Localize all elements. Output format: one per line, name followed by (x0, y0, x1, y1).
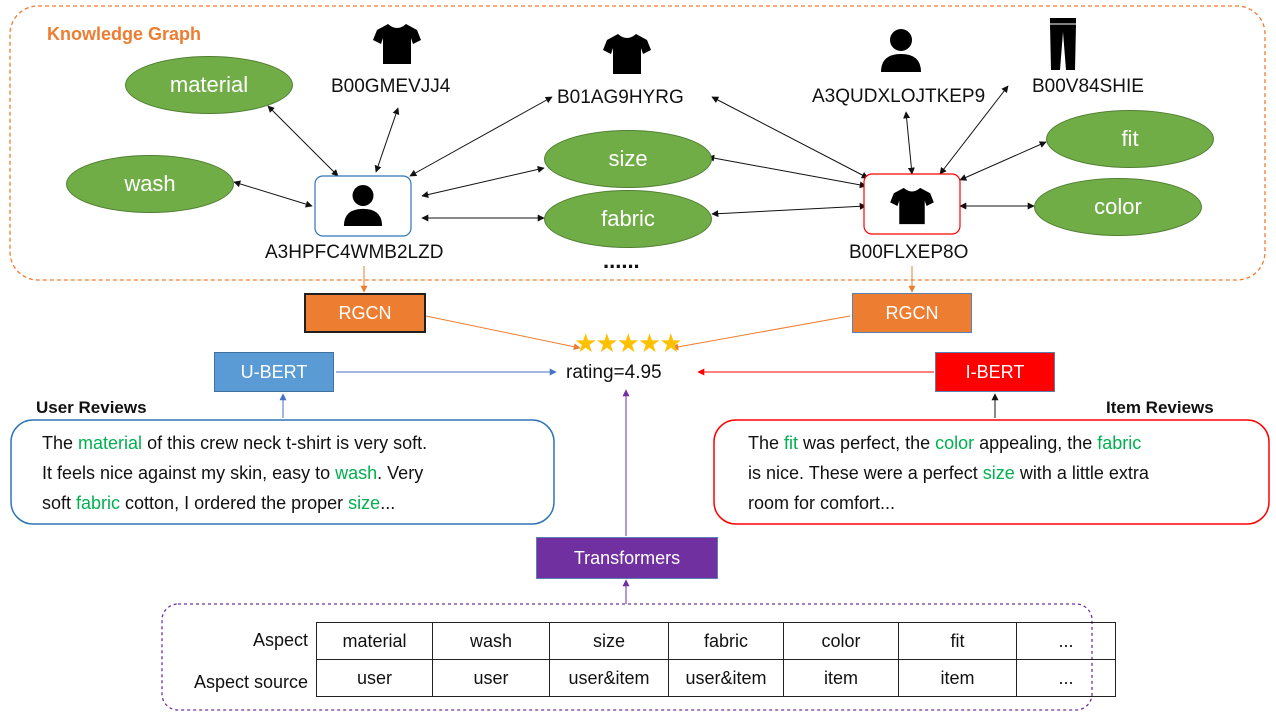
arrow-rgcn-right-to-rating (671, 315, 851, 351)
aspect-cell: wash (432, 622, 550, 660)
aspect-highlight: fabric (76, 493, 121, 513)
aspect-cell: fit (898, 622, 1017, 660)
review-text-segment: room for comfort... (748, 493, 896, 513)
aspect-source-cell: user (432, 659, 550, 697)
tshirt-icon (603, 34, 651, 74)
label-user-2: A3QUDXLOJTKEP9 (812, 86, 986, 107)
edge-item1-user (374, 107, 400, 173)
graph-ellipsis: ...... (603, 248, 640, 273)
review-text-segment: of this crew neck t-shirt is very soft. (142, 433, 428, 453)
aspect-source-cell: user&item (668, 659, 784, 697)
aspect-source-cell: item (783, 659, 899, 697)
aspect-highlight: fit (784, 433, 799, 453)
review-text-segment: The (42, 433, 79, 453)
tshirt-icon (373, 24, 421, 64)
person-icon (881, 29, 921, 72)
aspect-row-header: Aspect (252, 630, 308, 650)
aspect-highlight: material (78, 433, 143, 453)
label-item-3: B00V84SHIE (1032, 76, 1144, 97)
u-bert-box: U-BERT (214, 352, 334, 392)
edge-item2-item (711, 96, 869, 179)
aspect-highlight: wash (335, 463, 378, 483)
review-text-segment: . Very (377, 463, 424, 483)
rgcn-left-box: RGCN (304, 293, 426, 333)
node-size: size (544, 130, 712, 188)
aspect-table-container (161, 603, 1093, 711)
aspect-cell: color (783, 622, 899, 660)
item-review-text: The fit was perfect, the color appealing… (748, 428, 1258, 518)
edge-fit-item (959, 141, 1047, 181)
item-review-box (713, 419, 1270, 525)
edge-item3-item (939, 85, 1009, 175)
node-material: material (125, 56, 293, 114)
aspect-source-cell: item (898, 659, 1017, 697)
edge-wash-user (233, 180, 313, 208)
aspect-cell: size (549, 622, 669, 660)
i-bert-box: I-BERT (935, 352, 1055, 392)
aspect-highlight: fabric (1097, 433, 1142, 453)
user-review-box (10, 419, 555, 525)
node-fabric: fabric (544, 190, 712, 248)
rating-stars: ★★★★★ (574, 328, 683, 358)
transformers-box: Transformers (536, 537, 718, 579)
label-user-main: A3HPFC4WMB2LZD (265, 242, 444, 263)
aspect-cell: ... (1016, 622, 1116, 660)
node-fit: fit (1046, 110, 1214, 168)
arrow-rgcn-left-to-rating (425, 315, 581, 351)
rgcn-right-box: RGCN (852, 293, 972, 333)
item-reviews-title: Item Reviews (1106, 398, 1214, 417)
edge-material-user (267, 105, 339, 177)
review-text-segment: with a little extra (1014, 463, 1149, 483)
review-text-segment: is nice. These were a perfect (748, 463, 983, 483)
label-item-1: B00GMEVJJ4 (331, 76, 451, 97)
review-text-segment: It feels nice against my skin, easy to (42, 463, 336, 483)
label-item-2: B01AG9HYRG (557, 87, 684, 108)
edge-fabric-item (711, 202, 867, 218)
label-item-main: B00FLXEP8O (849, 242, 969, 263)
review-text-segment: soft (42, 493, 77, 513)
edge-user2-item (903, 111, 915, 175)
edge-size-user (421, 165, 545, 199)
knowledge-graph-title: Knowledge Graph (47, 24, 202, 44)
aspect-highlight: color (935, 433, 975, 453)
knowledge-graph-container (9, 5, 1266, 281)
rating-value: rating=4.95 (566, 362, 662, 383)
user-review-text: The material of this crew neck t-shirt i… (42, 428, 552, 518)
aspect-source-cell: user (316, 659, 433, 697)
aspect-highlight: size (348, 493, 381, 513)
review-text-segment: was perfect, the (798, 433, 936, 453)
aspect-highlight: size (982, 463, 1015, 483)
person-icon (343, 185, 383, 227)
review-text-segment: cotton, I ordered the proper (120, 493, 349, 513)
aspect-source-row-header: Aspect source (193, 672, 308, 692)
node-color: color (1034, 178, 1202, 236)
aspect-source-cell: ... (1016, 659, 1116, 697)
review-text-segment: ... (380, 493, 396, 513)
aspect-source-cell: user&item (549, 659, 669, 697)
review-text-segment: appealing, the (974, 433, 1098, 453)
pants-icon (1050, 18, 1076, 70)
node-wash: wash (66, 155, 234, 213)
aspect-cell: material (316, 622, 433, 660)
user-reviews-title: User Reviews (36, 398, 147, 417)
edge-item2-user (409, 96, 553, 177)
edge-size-item (707, 154, 867, 189)
review-text-segment: The (748, 433, 785, 453)
aspect-cell: fabric (668, 622, 784, 660)
tshirt-icon (890, 187, 934, 225)
